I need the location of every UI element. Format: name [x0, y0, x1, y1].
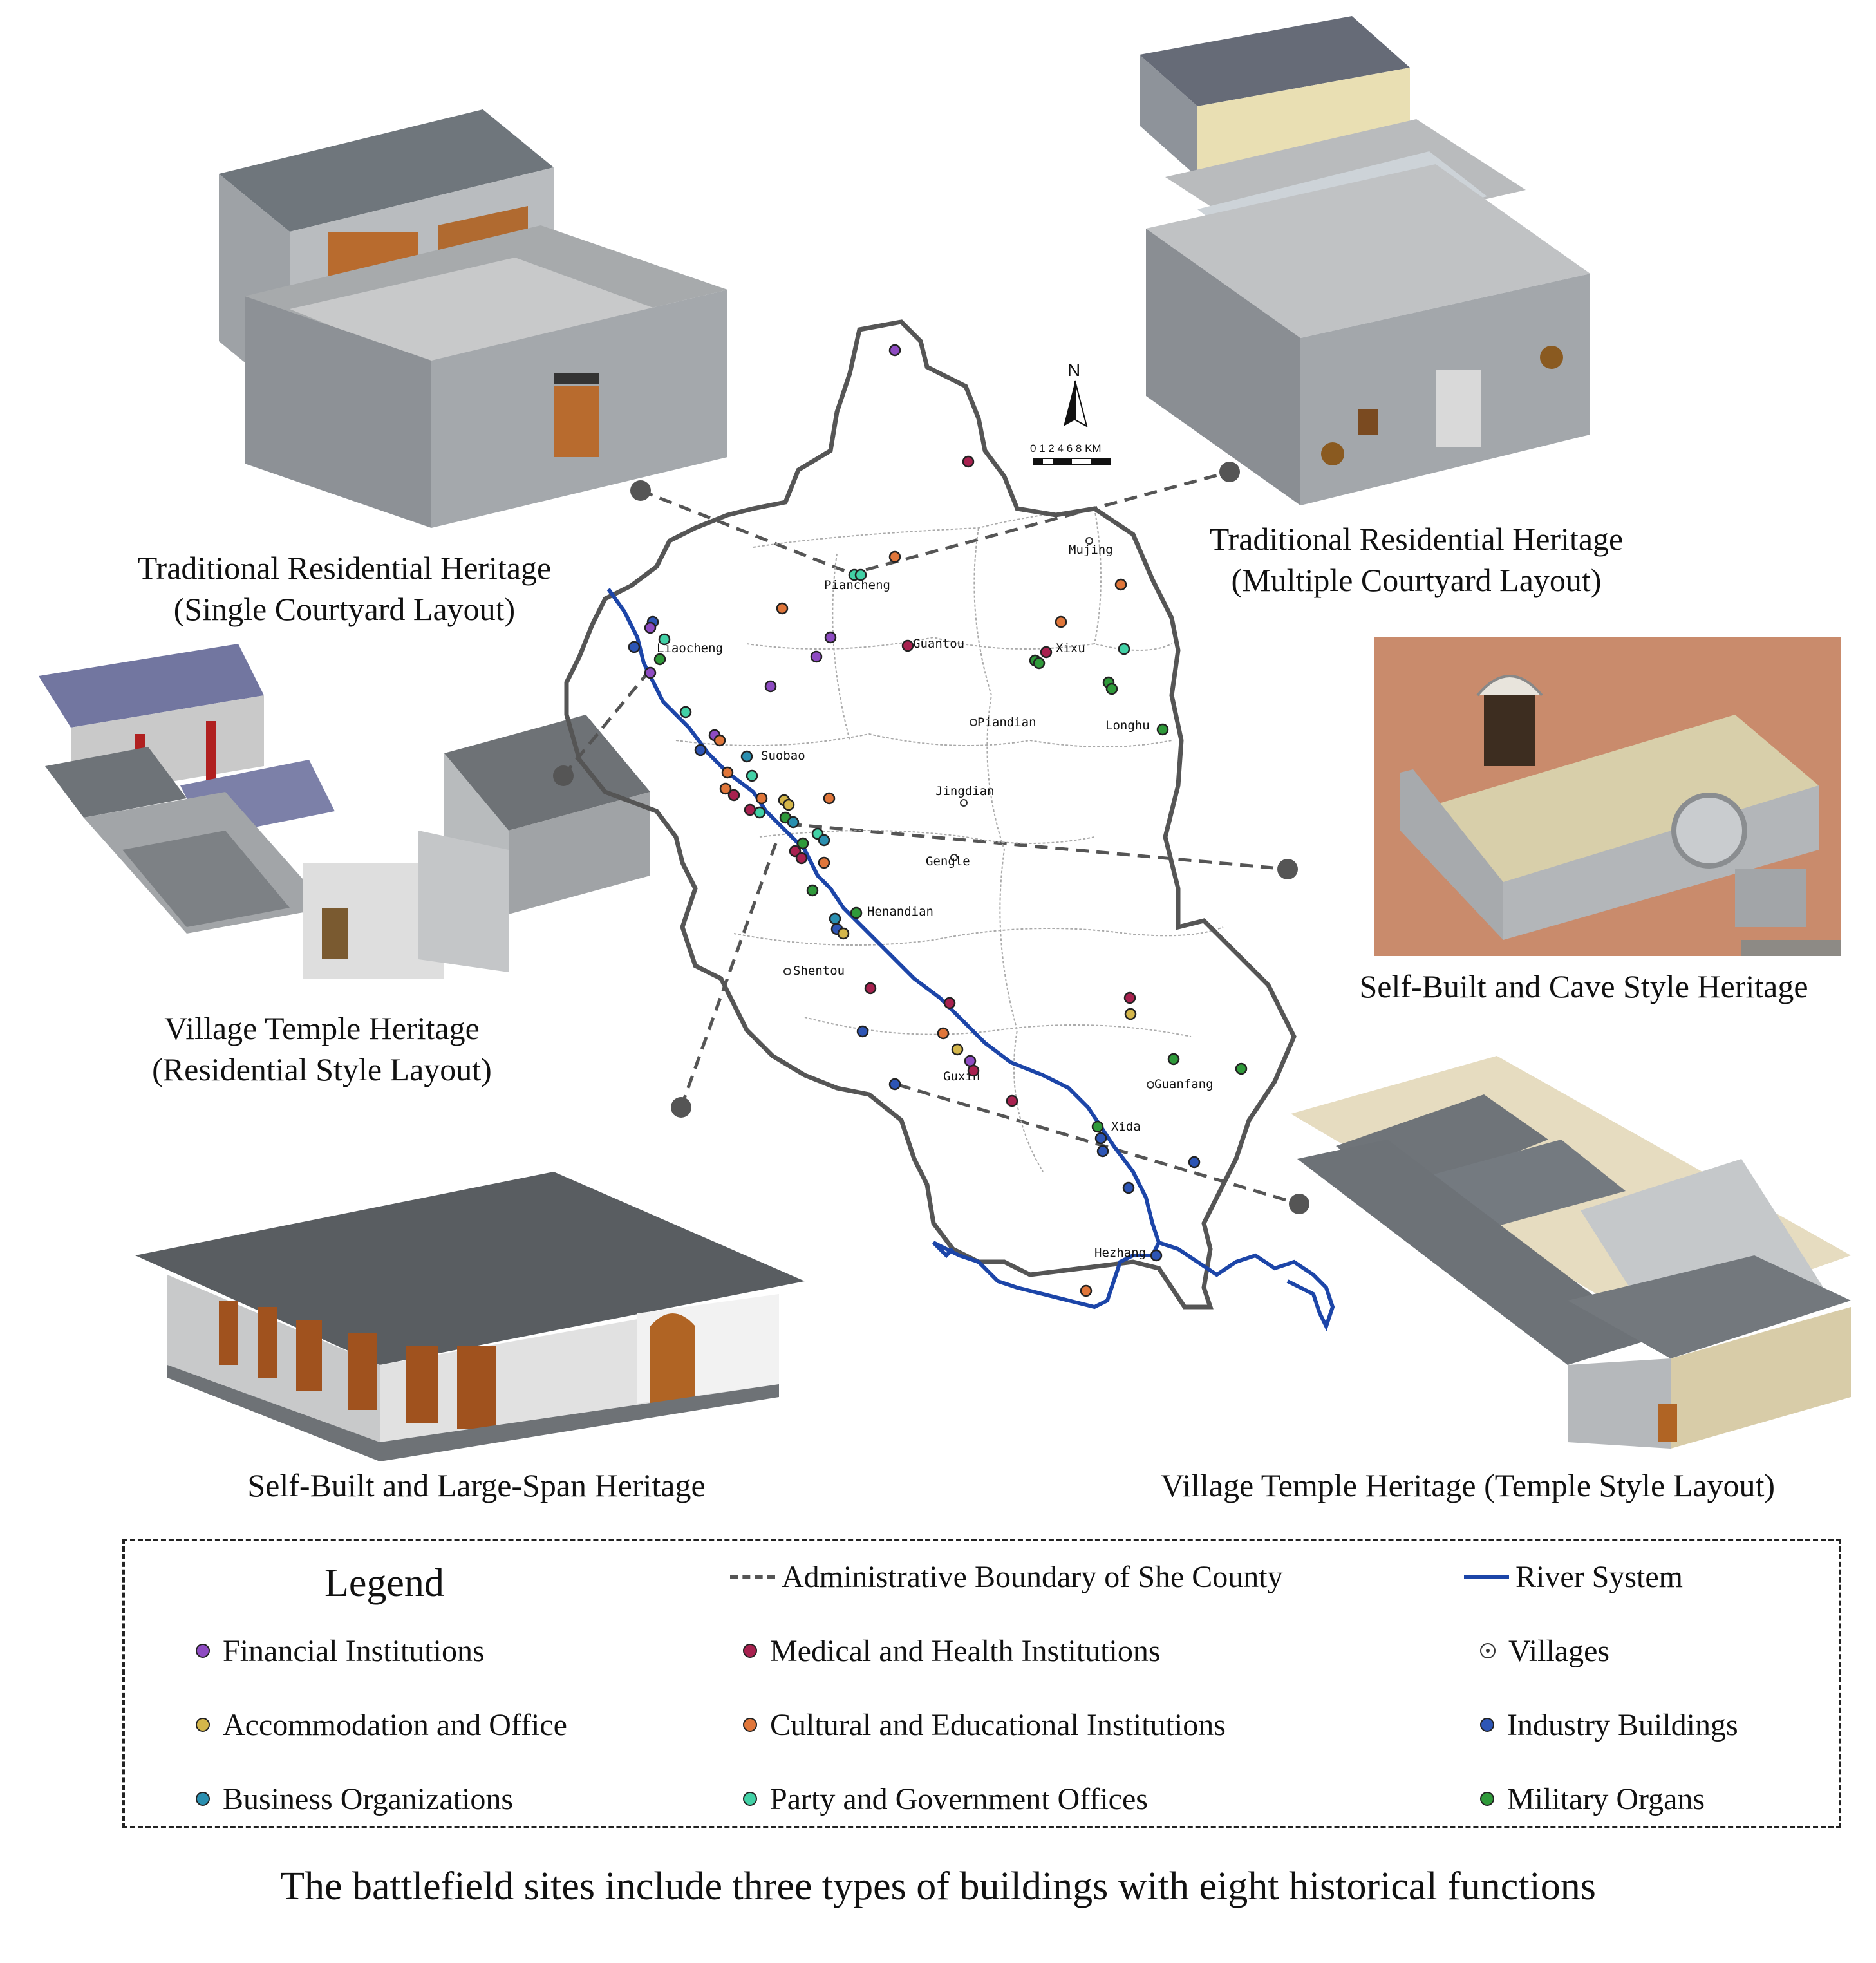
caption-cave-style: Self-Built and Cave Style Heritage	[1359, 968, 1808, 1004]
business-dot-icon	[196, 1792, 210, 1806]
single-courtyard-model-image	[219, 109, 727, 528]
place-label-henandian: Henandian	[867, 905, 933, 919]
footer-caption: The battlefield sites include three type…	[280, 1864, 1596, 1908]
place-label-guantou: Guantou	[913, 637, 964, 651]
legend-item-business: Business Organizations	[196, 1780, 513, 1818]
legend-item-industry: Industry Buildings	[1480, 1705, 1738, 1744]
industry-dot-icon	[1480, 1718, 1494, 1732]
accommodation-dot-icon	[196, 1718, 210, 1732]
village-symbols	[783, 537, 1154, 1089]
north-arrow-icon: N	[1064, 360, 1088, 428]
leader-lines	[562, 470, 1300, 1206]
north-label: N	[1067, 360, 1080, 380]
large-span-model-image	[135, 1172, 805, 1461]
legend-label-military: Military Organs	[1507, 1781, 1705, 1816]
caption-village-temple-residential-line1: Village Temple Heritage	[164, 1010, 480, 1046]
caption-single-courtyard: Traditional Residential Heritage (Single…	[71, 547, 618, 630]
legend-title: Legend	[324, 1561, 444, 1605]
township-boundaries	[675, 508, 1224, 1172]
village-temple-residential-model-image	[39, 644, 650, 979]
legend-item-medical: Medical and Health Institutions	[743, 1631, 1161, 1670]
place-label-piancheng: Piancheng	[824, 578, 890, 592]
river-system	[606, 588, 1335, 1331]
place-label-suobao: Suobao	[761, 749, 805, 763]
caption-single-courtyard-line1: Traditional Residential Heritage	[137, 550, 552, 586]
caption-multiple-courtyard-line1: Traditional Residential Heritage	[1209, 521, 1624, 557]
legend-item-river: River System	[1464, 1557, 1683, 1596]
river-line-icon	[1464, 1575, 1509, 1579]
party-dot-icon	[743, 1792, 757, 1806]
legend-item-villages: Villages	[1480, 1631, 1609, 1670]
caption-village-temple-residential: Village Temple Heritage (Residential Sty…	[97, 1008, 547, 1090]
place-label-xixu: Xixu	[1056, 641, 1085, 655]
caption-temple-style: Village Temple Heritage (Temple Style La…	[1160, 1467, 1776, 1503]
legend-label-accommodation: Accommodation and Office	[223, 1707, 567, 1742]
place-label-jingdian: Jingdian	[935, 784, 995, 798]
village-symbol-icon	[1480, 1643, 1496, 1658]
place-label-piandian: Piandian	[977, 715, 1036, 729]
legend-label-business: Business Organizations	[223, 1781, 514, 1816]
legend-item-cultural: Cultural and Educational Institutions	[743, 1705, 1226, 1744]
place-label-liaocheng: Liaocheng	[657, 641, 723, 655]
county-boundary	[564, 319, 1297, 1310]
place-label-longhu: Longhu	[1105, 719, 1150, 733]
legend-label-party: Party and Government Offices	[770, 1781, 1148, 1816]
cave-style-model-image	[1374, 637, 1841, 956]
legend-label-villages: Villages	[1508, 1633, 1610, 1668]
cultural-dot-icon	[743, 1718, 757, 1732]
she-county-map: N 0 1 2 4 6 8 KM Piancheng Mujing Liaoch…	[553, 319, 1335, 1331]
place-label-gengle: Gengle	[926, 854, 970, 869]
place-label-mujing: Mujing	[1069, 543, 1113, 557]
legend-item-financial: Financial Institutions	[196, 1631, 485, 1670]
place-label-xida: Xida	[1111, 1120, 1141, 1134]
legend-label-river: River System	[1515, 1559, 1683, 1594]
place-label-guanfang: Guanfang	[1154, 1077, 1214, 1091]
temple-style-model-image	[1291, 1056, 1851, 1449]
caption-single-courtyard-line2: (Single Courtyard Layout)	[173, 591, 516, 627]
legend-label-cultural: Cultural and Educational Institutions	[770, 1707, 1226, 1742]
legend-label-boundary: Administrative Boundary of She County	[782, 1559, 1283, 1594]
legend-label-medical: Medical and Health Institutions	[770, 1633, 1161, 1668]
place-label-shentou: Shentou	[793, 964, 845, 978]
caption-multiple-courtyard-line2: (Multiple Courtyard Layout)	[1231, 562, 1602, 598]
legend-label-financial: Financial Institutions	[223, 1633, 485, 1668]
legend-box: Legend Administrative Boundary of She Co…	[122, 1539, 1841, 1828]
legend-label-industry: Industry Buildings	[1507, 1707, 1738, 1742]
military-dot-icon	[1480, 1792, 1494, 1806]
boundary-line-icon	[730, 1575, 775, 1579]
place-labels: Piancheng Mujing Liaocheng Xixu Guantou …	[657, 543, 1214, 1260]
legend-item-accommodation: Accommodation and Office	[196, 1705, 567, 1744]
leader-endpoints	[553, 462, 1309, 1214]
scale-ticks: 0 1 2 4 6 8 KM	[1030, 442, 1102, 455]
caption-multiple-courtyard: Traditional Residential Heritage (Multip…	[1152, 518, 1680, 601]
place-label-hezhang: Hezhang	[1094, 1246, 1146, 1260]
multiple-courtyard-model-image	[1140, 16, 1590, 505]
caption-large-span: Self-Built and Large-Span Heritage	[247, 1467, 706, 1503]
legend-item-boundary: Administrative Boundary of She County	[730, 1557, 1283, 1596]
medical-dot-icon	[743, 1644, 757, 1658]
legend-item-party: Party and Government Offices	[743, 1780, 1148, 1818]
caption-village-temple-residential-line2: (Residential Style Layout)	[152, 1051, 492, 1087]
legend-item-military: Military Organs	[1480, 1780, 1705, 1818]
heritage-sites	[628, 344, 1248, 1297]
scale-bar: 0 1 2 4 6 8 KM	[1030, 442, 1111, 465]
financial-dot-icon	[196, 1644, 210, 1658]
